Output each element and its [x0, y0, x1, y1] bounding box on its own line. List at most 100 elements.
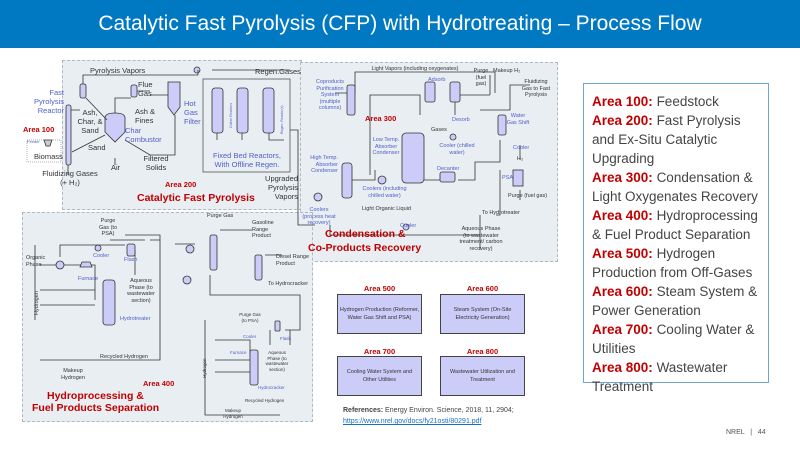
aqueous-phase-label: Aqueous Phase (to wastewater treatment/ …	[459, 226, 503, 252]
cooler-300c	[402, 223, 410, 231]
biomass-label: Biomass	[34, 152, 63, 161]
distillation-column-2	[254, 254, 263, 281]
hydrocracker-label: Hydrocracker	[258, 385, 285, 390]
references-text: Energy Environ. Science, 2018, 11, 2904;	[385, 407, 514, 414]
char-combustor-label: Char Combustor	[125, 126, 162, 144]
heat-exchanger-403	[182, 275, 192, 285]
light-vapors-label: Light Vapors (including oxygenates)	[371, 66, 459, 72]
legend-item: Area 700: Cooling Water & Utilities	[592, 320, 762, 358]
h2-label: H₂	[517, 156, 524, 162]
aqueous-400-label: Aqueous Phase (to wastewater section)	[127, 278, 155, 304]
slide-footer: NREL | 44	[726, 429, 766, 436]
fast-pyrolysis-reactor-label: Fast Pyrolysis Reactor	[33, 88, 64, 115]
regen-reactor-label: Regen. Reactor(s)	[280, 105, 284, 134]
references-label: References:	[343, 407, 384, 414]
references: References: Energy Environ. Science, 201…	[343, 405, 514, 427]
area-100-label: Area 100	[23, 125, 55, 134]
legend-item: Area 800: Wastewater Treatment	[592, 358, 762, 396]
area-200-title: Catalytic Fast Pyrolysis	[137, 192, 255, 204]
flue-gas-label: Flue Gas	[138, 80, 153, 98]
fixed-bed-box	[202, 78, 291, 173]
area-500-label: Area 500	[363, 284, 396, 293]
to-hydrotreater-label: To Hydrotreater	[482, 210, 520, 216]
hydrocracker	[249, 349, 259, 386]
legend-item: Area 600: Steam System & Power Generatio…	[592, 282, 762, 320]
legend-item: Area 300: Condensation & Light Oxygenate…	[592, 168, 762, 206]
area-300-title-2: Co-Products Recovery	[308, 242, 422, 254]
hot-gas-filter	[167, 81, 181, 116]
area-700-label: Area 700	[363, 347, 396, 356]
organic-phase-label: Organic Phase	[26, 255, 46, 268]
light-organic-label: Light Organic Liquid	[362, 206, 411, 212]
sand-label: Sand	[88, 143, 106, 152]
area-400-title-2: Fuel Products Separation	[32, 402, 160, 414]
area-600-box: Steam System (On-Site Electricity Genera…	[440, 294, 525, 334]
recycled-hydrogen2-label: Recycled Hydrogen	[245, 398, 285, 403]
fluidizing-gas-label: Fluidizing Gas to Fast Pyrolysis	[521, 79, 551, 98]
feeder-label: Feeder	[27, 139, 40, 144]
gasoline-label: Gasoline Range Product	[252, 220, 274, 239]
makeup-hydrogen-label: Makeup Hydrogen	[61, 368, 85, 381]
coproducts-column	[346, 84, 356, 116]
area-400-panel	[22, 212, 313, 422]
legend-area: Area 800:	[592, 360, 653, 375]
purge-label: Purge (fuel gas)	[473, 68, 489, 87]
legend-text: Fast Pyrolysis and Ex-Situ Catalytic Upg…	[592, 113, 741, 166]
air-label: Air	[111, 163, 121, 172]
slide-title: Catalytic Fast Pyrolysis (CFP) with Hydr…	[0, 0, 800, 48]
flash-drum	[126, 243, 136, 257]
legend-area: Area 100:	[592, 94, 653, 109]
ash-fines-label: Ash & Fines	[135, 107, 156, 125]
recycled-hydrogen-label: Recycled Hydrogen	[100, 354, 148, 360]
psa-label: PSA	[502, 175, 514, 181]
legend-item: Area 500: Hydrogen Production from Off-G…	[592, 244, 762, 282]
ash-char-sand-label: Ash, Char, & Sand	[77, 108, 103, 135]
legend-text: Feedstock	[656, 94, 719, 109]
decanter	[439, 171, 456, 183]
legend-text: Steam System & Power Generation	[592, 284, 758, 318]
reference-link[interactable]: https://www.nrel.gov/docs/fy21osti/80291…	[343, 418, 482, 425]
coolers-process-label: Coolers (process heat recovery)	[302, 207, 336, 226]
pyrolysis-reactor	[65, 104, 72, 166]
online-reactor-2	[236, 87, 249, 134]
cooler-300b	[377, 175, 387, 185]
cooler-chilled-label: Cooler (chilled water)	[439, 143, 475, 156]
legend-text: Condensation & Light Oxygenates Recovery	[592, 170, 758, 204]
furnace	[79, 261, 93, 268]
cyclone-2	[130, 84, 138, 98]
high-temp-absorber	[341, 162, 353, 199]
legend-area: Area 700:	[592, 322, 653, 337]
cooler-400-label: Cooler	[93, 253, 110, 259]
hydrogen2-label: Hydrogen	[202, 358, 207, 378]
legend-item: Area 200: Fast Pyrolysis and Ex-Situ Cat…	[592, 111, 762, 168]
hot-gas-filter-label: Hot Gas Filter	[184, 99, 201, 126]
area-700-box: Cooling Water System and Other Utilities	[337, 356, 422, 396]
regen-reactor	[262, 87, 275, 134]
area-800-box: Wastewater Utilization and Treatment	[440, 356, 525, 396]
fixed-bed-label: Fixed Bed Reactors, With Offline Regen.	[213, 151, 281, 169]
heat-exchanger	[193, 66, 201, 74]
area-200-label: Area 200	[165, 180, 197, 189]
online-reactors-label: Online Reactors	[229, 102, 233, 128]
coproducts-label: Coproducts Purification System (multiple…	[315, 79, 345, 111]
low-temp-absorber	[401, 132, 425, 184]
low-temp-absorber-label: Low Temp. Absorber Condenser	[372, 137, 400, 156]
area-300-label: Area 300	[365, 114, 397, 123]
high-temp-absorber-label: High Temp. Absorber Condenser	[310, 155, 338, 174]
furnace2-label: Furnace	[230, 350, 247, 355]
hydrotreater-label: Hydrotreater	[120, 316, 151, 322]
decanter-label: Decanter	[437, 166, 460, 172]
legend-area: Area 400:	[592, 208, 653, 223]
cyclone-1	[79, 83, 87, 99]
area-400-title-1: Hydroprocessing &	[47, 390, 144, 402]
feeder-hopper	[43, 139, 53, 147]
area-300-title-1: Condensation &	[325, 228, 406, 240]
fluidizing-gases-label: Fluidizing Gases (+ H₂)	[42, 169, 98, 187]
regen-gases-label: Regen.Gases	[255, 67, 301, 76]
legend-item: Area 400: Hydroprocessing & Fuel Product…	[592, 206, 762, 244]
legend-text: Hydroprocessing & Fuel Product Separatio…	[592, 208, 758, 242]
adsorb-label: Adsorb	[428, 77, 446, 83]
flash-label: Flash	[124, 257, 138, 263]
area-200-panel	[62, 60, 302, 210]
